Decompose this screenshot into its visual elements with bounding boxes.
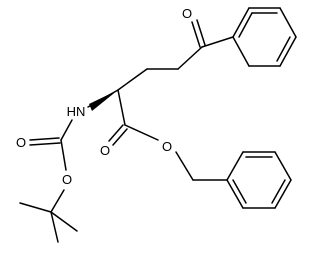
carbamate-double-bond: [29, 142, 61, 146]
bond: [274, 179, 292, 209]
bond: [50, 189, 65, 213]
bond: [226, 179, 244, 209]
ester-double-bond: [108, 124, 124, 142]
aromatic-inner-bond: [232, 179, 247, 204]
bond: [117, 68, 148, 91]
bond: [177, 46, 203, 70]
bond: [19, 202, 52, 213]
bond: [124, 124, 159, 141]
ester-carbonyl-oxygen-label: O: [100, 143, 110, 158]
bond: [232, 7, 250, 38]
phenyl-ring-bottom: [226, 151, 292, 209]
bond: [232, 36, 250, 67]
ketone-oxygen-label: O: [182, 6, 192, 21]
bond: [60, 139, 67, 171]
bond: [226, 151, 244, 181]
carbamate-ether-oxygen-label: O: [62, 172, 72, 187]
bond: [279, 36, 297, 67]
ketone-double-bond: [196, 19, 206, 46]
carbamate-double-bond: [29, 137, 60, 141]
aromatic-inner-bond: [238, 12, 253, 38]
bond: [274, 151, 292, 181]
bond: [50, 211, 59, 243]
amine-nh-label: HN: [67, 104, 86, 119]
ester-ether-oxygen-label: O: [162, 139, 172, 154]
bond: [279, 7, 297, 38]
ester-double-bond: [112, 128, 128, 146]
phenyl-ring-top: [232, 7, 297, 67]
wedge-bond: [89, 90, 118, 111]
aromatic-inner-bond: [271, 179, 286, 204]
bond: [117, 89, 126, 126]
ketone-double-bond: [191, 21, 201, 48]
chemical-structure: O HN O O O O: [16, 6, 297, 243]
atom-labels: O HN O O O O: [16, 6, 192, 187]
carbamate-carbonyl-oxygen-label: O: [16, 135, 26, 150]
bonds: [19, 7, 297, 243]
bond: [175, 151, 194, 181]
bond: [50, 211, 78, 232]
bond-ring-to-ketone-carbon: [201, 36, 234, 48]
bond-nitrogen-to-carbamate-carbon: [60, 119, 73, 141]
aromatic-inner-bond: [276, 36, 291, 62]
